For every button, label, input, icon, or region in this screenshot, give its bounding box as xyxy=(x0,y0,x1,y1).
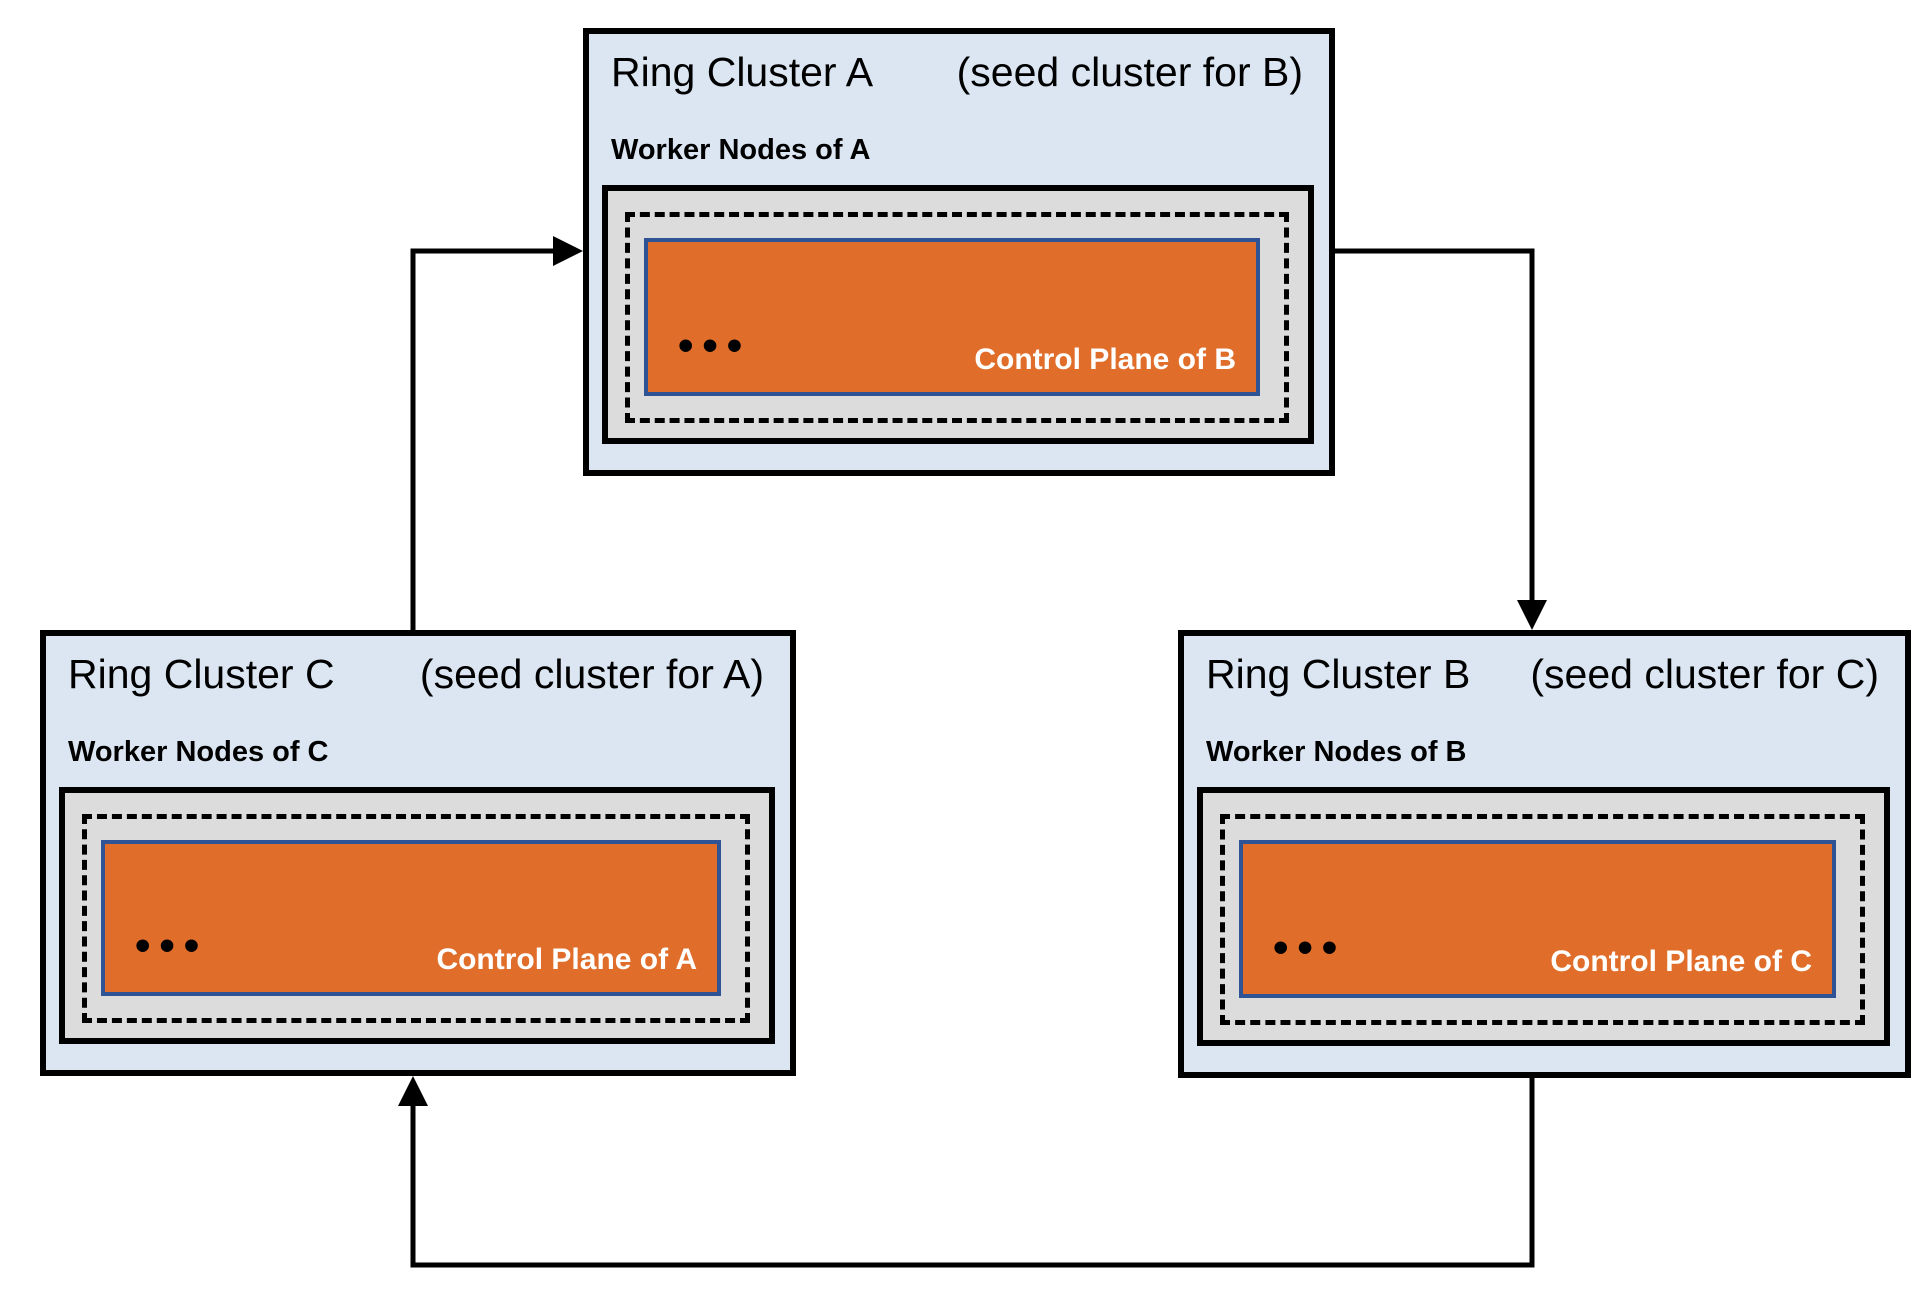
cluster-b-control-plane-label: Control Plane of C xyxy=(1550,945,1812,978)
arrow-b-to-c xyxy=(410,1078,1535,1268)
cluster-b-control-plane: ••• Control Plane of C xyxy=(1239,840,1836,998)
cluster-c-title-row: Ring Cluster C (seed cluster for A) xyxy=(68,649,764,700)
arrowhead-a-to-b xyxy=(1517,600,1547,630)
cluster-b-title: Ring Cluster B xyxy=(1206,651,1471,697)
cluster-a-control-plane-label: Control Plane of B xyxy=(974,343,1236,376)
cluster-a-title: Ring Cluster A xyxy=(611,49,874,95)
arrow-c-to-a xyxy=(410,248,556,630)
cluster-a-subtitle: (seed cluster for B) xyxy=(956,49,1303,95)
cluster-b-worker-box: ••• Control Plane of C xyxy=(1197,787,1890,1046)
cluster-c-dashed-region: ••• Control Plane of A xyxy=(82,814,750,1023)
ellipsis-icon: ••• xyxy=(1273,923,1347,972)
cluster-c-control-plane: ••• Control Plane of A xyxy=(101,840,721,996)
cluster-c: Ring Cluster C (seed cluster for A) Work… xyxy=(40,630,796,1076)
arrow-a-to-b xyxy=(1335,248,1535,602)
cluster-c-worker-box: ••• Control Plane of A xyxy=(59,787,775,1044)
cluster-c-worker-label: Worker Nodes of C xyxy=(68,736,329,768)
cluster-a-worker-label: Worker Nodes of A xyxy=(611,134,871,166)
cluster-b-worker-label: Worker Nodes of B xyxy=(1206,736,1467,768)
cluster-c-control-plane-label: Control Plane of A xyxy=(436,943,697,976)
ellipsis-icon: ••• xyxy=(135,921,209,970)
cluster-a-control-plane: ••• Control Plane of B xyxy=(644,238,1260,396)
arrowhead-b-to-c xyxy=(398,1076,428,1106)
cluster-a-worker-box: ••• Control Plane of B xyxy=(602,185,1314,444)
cluster-c-title: Ring Cluster C xyxy=(68,651,335,697)
cluster-b-dashed-region: ••• Control Plane of C xyxy=(1220,814,1865,1025)
cluster-b-subtitle: (seed cluster for C) xyxy=(1530,651,1879,697)
cluster-a: Ring Cluster A (seed cluster for B) Work… xyxy=(583,28,1335,476)
cluster-a-dashed-region: ••• Control Plane of B xyxy=(625,212,1289,423)
cluster-b-title-row: Ring Cluster B (seed cluster for C) xyxy=(1206,649,1879,700)
cluster-c-subtitle: (seed cluster for A) xyxy=(419,651,764,697)
cluster-b: Ring Cluster B (seed cluster for C) Work… xyxy=(1178,630,1911,1078)
arrowhead-c-to-a xyxy=(553,236,583,266)
ellipsis-icon: ••• xyxy=(678,321,752,370)
cluster-a-title-row: Ring Cluster A (seed cluster for B) xyxy=(611,47,1303,98)
